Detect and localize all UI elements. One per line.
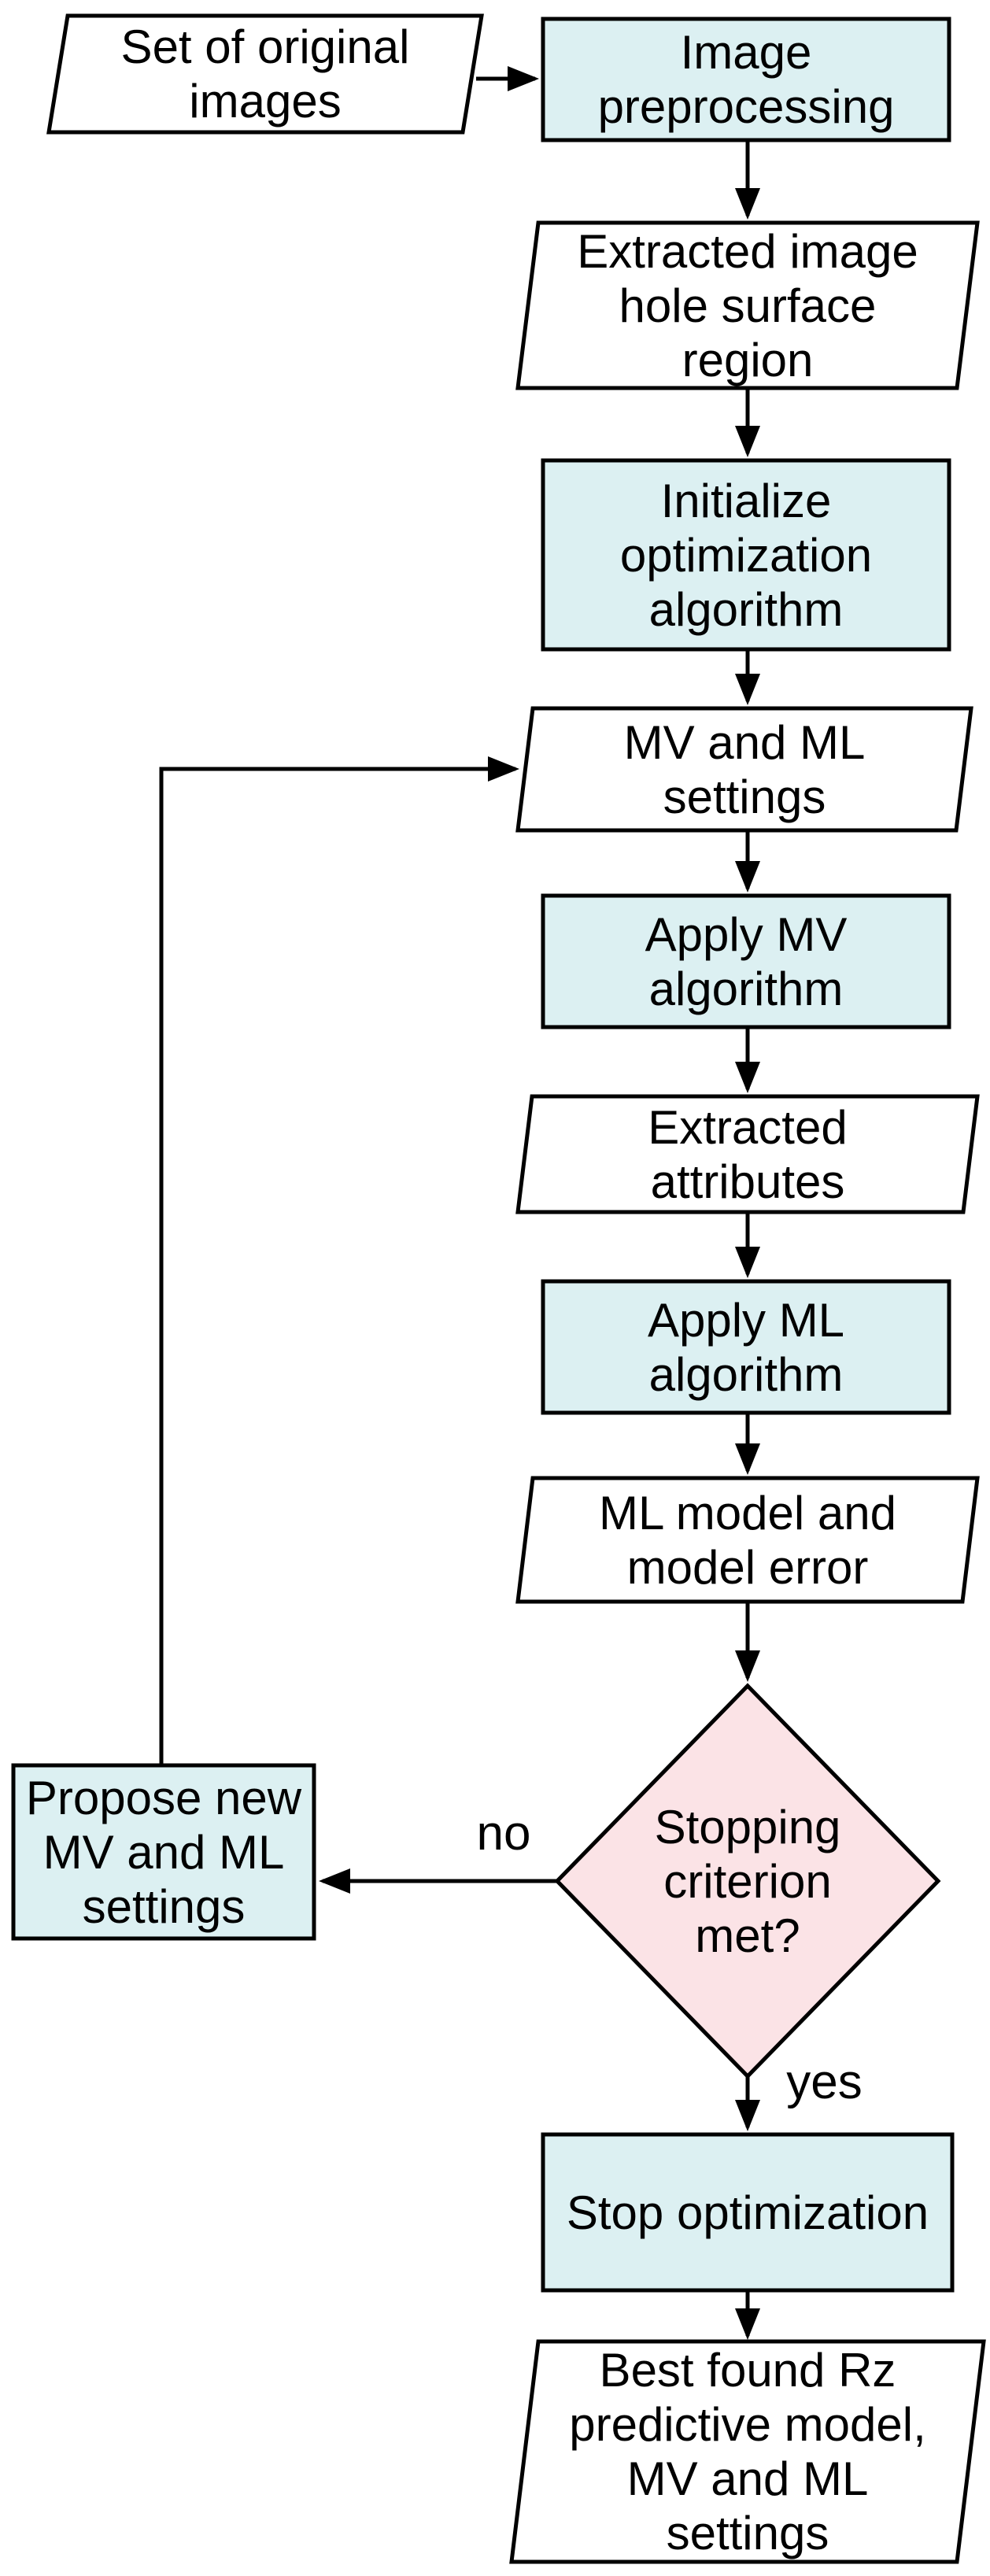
node-shape-best-found	[509, 2339, 986, 2564]
node-shape-extracted-attributes	[515, 1094, 980, 1214]
node-shape-stop-optimization	[541, 2132, 955, 2293]
node-shape-mv-ml-settings	[515, 706, 973, 833]
node-shape-apply-ml	[541, 1279, 951, 1415]
node-shape-stopping-criterion	[554, 1683, 941, 2079]
node-shape-image-preprocessing	[541, 17, 951, 142]
node-shape-initialize	[541, 458, 951, 652]
arrow-propose-feedback-to-settings	[159, 756, 519, 1765]
node-shape-set-of-images	[46, 13, 484, 135]
node-shape-apply-mv	[541, 893, 951, 1029]
node-shape-extracted-region	[515, 220, 980, 390]
node-shape-ml-model	[515, 1476, 980, 1604]
node-shape-propose-new	[11, 1763, 316, 1941]
